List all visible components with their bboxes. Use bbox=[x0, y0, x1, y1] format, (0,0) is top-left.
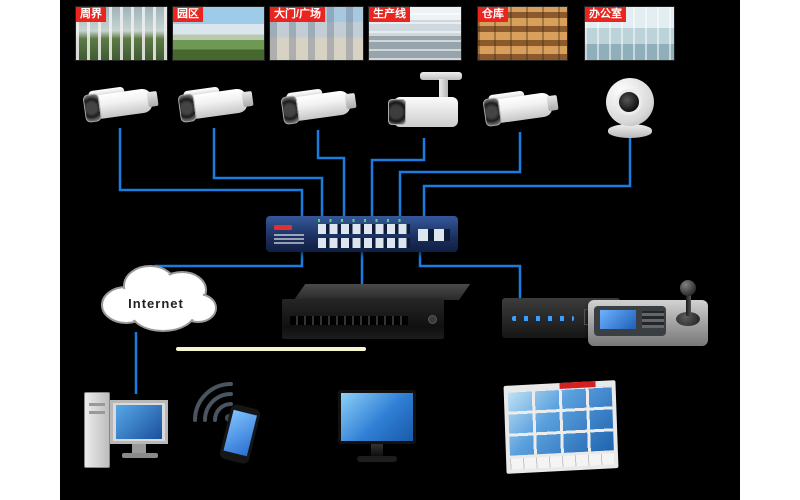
ptz-control-keyboard bbox=[588, 280, 708, 348]
nvr-top-face bbox=[294, 284, 471, 300]
wifi-smartphone bbox=[185, 374, 277, 472]
switch-led-indicators bbox=[318, 219, 410, 222]
nvr-power-button bbox=[428, 315, 437, 324]
camera-mount bbox=[344, 92, 357, 110]
nvr-vents bbox=[290, 316, 408, 325]
scene-thumbnail-office: 办公室 bbox=[584, 6, 675, 61]
camera-mount bbox=[546, 94, 559, 112]
joystick-stem bbox=[686, 290, 691, 316]
monitor-base bbox=[357, 456, 397, 462]
camera-lens bbox=[616, 89, 642, 115]
scene-thumbnail-production-line: 生产线 bbox=[368, 6, 462, 61]
wifi-icon bbox=[193, 382, 233, 422]
scene-label: 生产线 bbox=[369, 7, 410, 22]
switch-port-row bbox=[318, 238, 410, 248]
monitor-frame bbox=[338, 390, 416, 444]
switch-brand-logo bbox=[274, 225, 292, 230]
camera-bracket-top bbox=[420, 72, 462, 80]
decoder-led-indicators bbox=[512, 316, 574, 321]
poe-switch bbox=[266, 216, 458, 252]
keyboard-keys bbox=[642, 311, 664, 328]
pc-monitor-stand bbox=[132, 444, 146, 453]
pc-monitor-screen bbox=[116, 405, 162, 439]
pc-tower bbox=[84, 392, 110, 468]
scene-thumbnail-warehouse: 仓库 bbox=[477, 6, 568, 61]
monitor-neck bbox=[371, 444, 383, 456]
keyboard-screen bbox=[600, 310, 636, 329]
switch-port-row bbox=[318, 224, 410, 234]
scene-label: 仓库 bbox=[478, 7, 508, 22]
scene-label: 大门/广场 bbox=[270, 7, 326, 22]
scene-label: 周界 bbox=[76, 7, 106, 22]
joystick-knob bbox=[680, 280, 696, 296]
display-monitor bbox=[338, 390, 416, 472]
pc-drive-slot bbox=[89, 403, 105, 406]
video-wall-control-strip bbox=[510, 453, 615, 470]
joystick-base bbox=[676, 312, 700, 326]
turret-dome-camera-icon bbox=[600, 76, 660, 138]
pc-drive-slot bbox=[89, 411, 105, 414]
camera-base bbox=[608, 124, 652, 138]
internet-label: Internet bbox=[128, 296, 184, 311]
camera-mount bbox=[146, 90, 159, 108]
monitor-screen bbox=[341, 393, 413, 441]
pc-monitor-base bbox=[122, 453, 158, 458]
camera-lens bbox=[388, 99, 406, 125]
video-wall-frame bbox=[503, 380, 619, 474]
internet-cloud: Internet bbox=[101, 265, 217, 332]
scene-label: 办公室 bbox=[585, 7, 626, 22]
scene-thumbnail-perimeter: 周界 bbox=[75, 6, 168, 61]
nvr-recorder bbox=[282, 284, 471, 340]
desktop-pc bbox=[84, 392, 176, 474]
scene-label: 园区 bbox=[173, 7, 203, 22]
video-wall-screens bbox=[507, 386, 614, 456]
smartphone-screen bbox=[223, 409, 257, 457]
pc-monitor bbox=[110, 400, 168, 444]
scene-thumbnail-gate-plaza: 大门/广场 bbox=[269, 6, 364, 61]
scene-thumbnail-campus: 园区 bbox=[172, 6, 265, 61]
ptz-camera-icon bbox=[388, 72, 468, 138]
divider-line bbox=[176, 347, 366, 351]
video-wall bbox=[503, 380, 619, 474]
camera-mount bbox=[241, 90, 254, 108]
camera-bracket-arm bbox=[439, 79, 448, 99]
switch-label-text bbox=[274, 234, 304, 244]
switch-uplink-ports bbox=[418, 229, 450, 241]
